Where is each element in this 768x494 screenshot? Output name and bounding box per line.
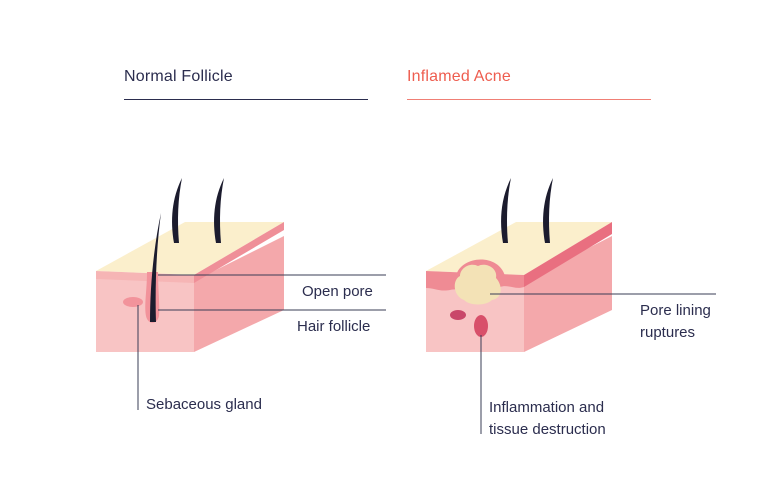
sebaceous-gland-label: Sebaceous gland — [146, 396, 262, 413]
normal-follicle-underline — [124, 99, 368, 100]
hair-strand — [501, 178, 511, 243]
inflamed-skin-block — [426, 222, 612, 352]
hair-strand — [214, 178, 224, 243]
normal-skin-block — [96, 222, 284, 352]
hair-strand — [543, 178, 553, 243]
inflammation-spot — [450, 310, 466, 320]
inflammation-spot — [474, 315, 488, 337]
hair-strand — [150, 213, 161, 322]
pus-pocket — [454, 264, 501, 305]
hair-follicle-label: Hair follicle — [297, 318, 371, 335]
inflamed-acne-title: Inflamed Acne — [407, 68, 511, 85]
inflammation-label-line1: Inflammation and — [489, 399, 605, 416]
open-pore-label: Open pore — [302, 283, 373, 300]
pore-lining-label-line2: ruptures — [640, 324, 696, 341]
normal-follicle-title: Normal Follicle — [124, 68, 233, 85]
sebaceous-gland-shape — [123, 297, 143, 307]
inflammation-label-line2: tissue destruction — [489, 421, 606, 438]
inflamed-acne-underline — [407, 99, 651, 100]
hair-strand — [172, 178, 182, 243]
pore-lining-label-line1: Pore lining — [640, 302, 711, 319]
